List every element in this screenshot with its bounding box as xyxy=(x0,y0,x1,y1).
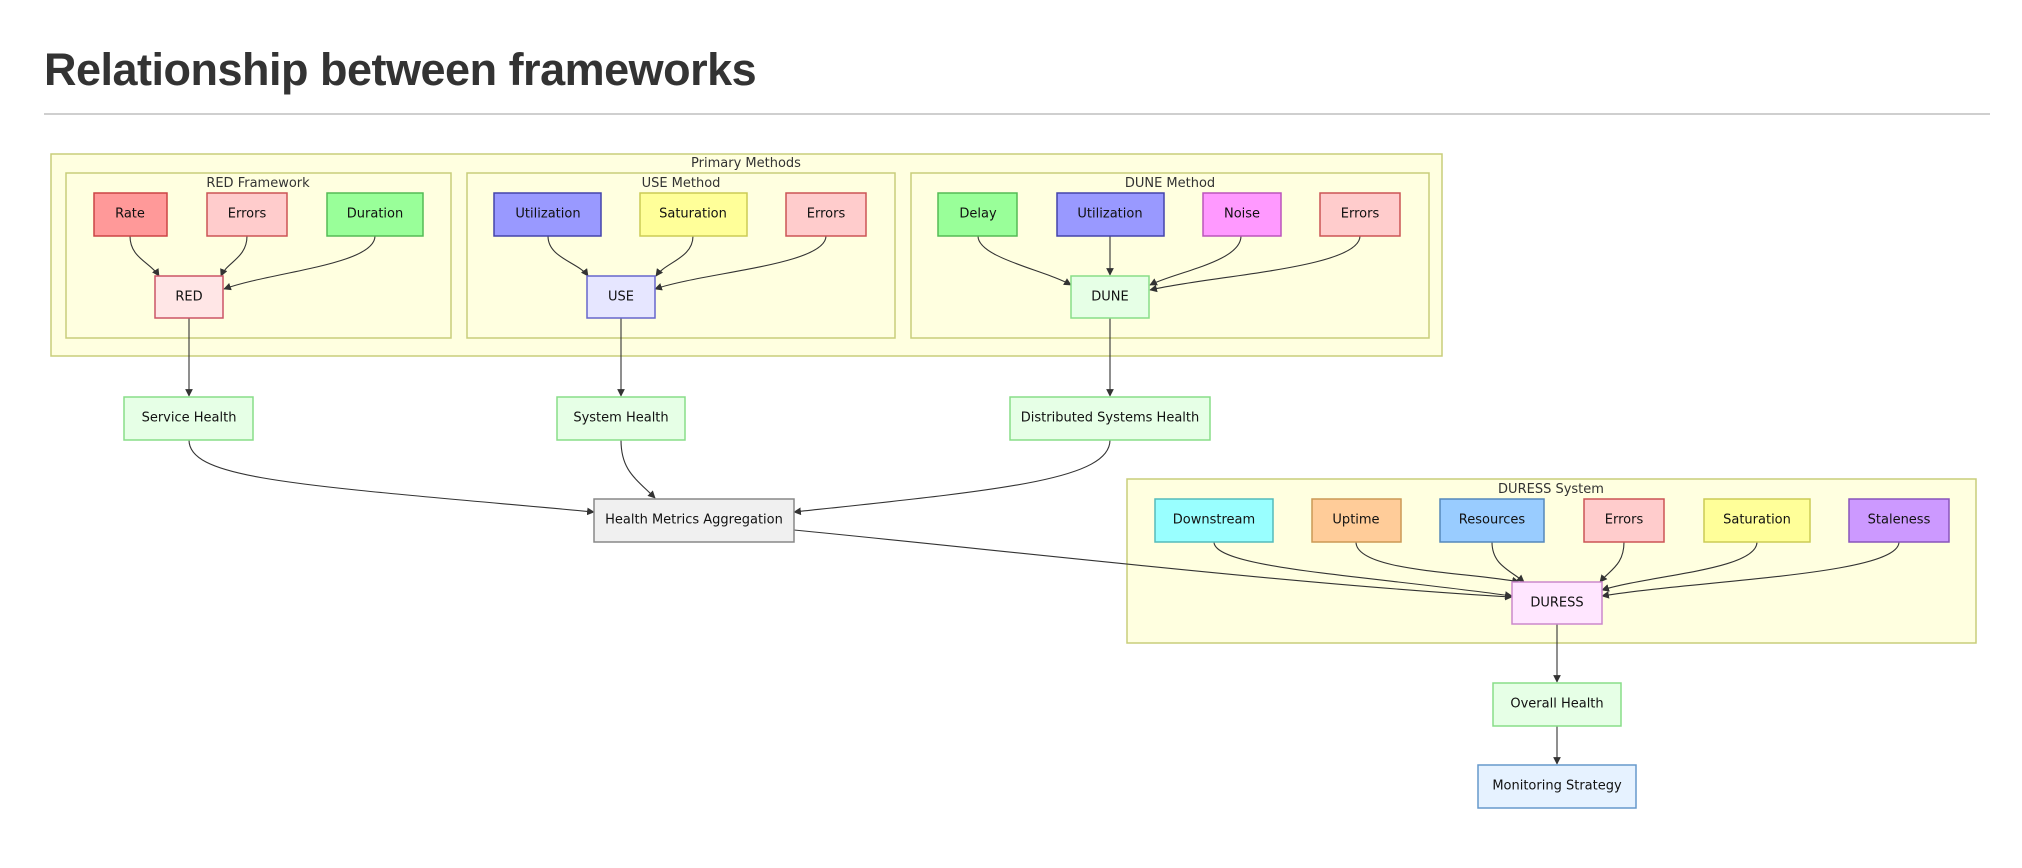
svg-text:Errors: Errors xyxy=(807,207,846,222)
edge-resources-duress xyxy=(1491,541,1525,583)
group-primary-methods-label: Primary Methods xyxy=(691,156,801,171)
group-dune-method-label: DUNE Method xyxy=(1125,176,1215,191)
edge-errors-dune xyxy=(1149,235,1361,293)
edge-errors-duress xyxy=(1599,541,1625,583)
node-noise[interactable]: Noise xyxy=(1202,192,1282,237)
node-use[interactable]: USE xyxy=(586,275,656,319)
node-downstream[interactable]: Downstream xyxy=(1154,498,1274,543)
svg-text:Resources: Resources xyxy=(1459,513,1526,528)
svg-text:Errors: Errors xyxy=(1341,207,1380,222)
node-rate[interactable]: Rate xyxy=(93,192,168,237)
edge-staleness-duress xyxy=(1601,541,1900,599)
svg-text:Saturation: Saturation xyxy=(659,207,727,222)
node-monitoring-strategy[interactable]: Monitoring Strategy xyxy=(1477,764,1637,809)
svg-text:Errors: Errors xyxy=(228,207,267,222)
edges xyxy=(129,235,1900,765)
node-dune[interactable]: DUNE xyxy=(1070,275,1150,319)
group-duress-system-label: DURESS System xyxy=(1498,482,1604,497)
svg-text:Uptime: Uptime xyxy=(1332,513,1379,528)
node-service-health[interactable]: Service Health xyxy=(123,396,254,441)
svg-text:Saturation: Saturation xyxy=(1723,513,1791,528)
svg-text:Service Health: Service Health xyxy=(142,411,237,426)
svg-text:Delay: Delay xyxy=(959,207,997,222)
svg-text:RED: RED xyxy=(175,290,202,305)
node-distributed-systems-health[interactable]: Distributed Systems Health xyxy=(1009,396,1211,441)
title-divider xyxy=(44,113,1990,115)
node-duress-saturation[interactable]: Saturation xyxy=(1703,498,1811,543)
node-staleness[interactable]: Staleness xyxy=(1848,498,1950,543)
edge-duration-red xyxy=(223,235,376,291)
node-duress-errors[interactable]: Errors xyxy=(1583,498,1665,543)
edge-noise-dune xyxy=(1149,235,1242,286)
svg-text:Utilization: Utilization xyxy=(515,207,580,222)
svg-text:Downstream: Downstream xyxy=(1173,513,1255,528)
edge-aggregation-duress xyxy=(793,529,1513,601)
edge-downstream-duress xyxy=(1213,541,1513,599)
edge-uptime-duress xyxy=(1355,541,1520,585)
node-duress[interactable]: DURESS xyxy=(1511,581,1603,625)
edge-delay-dune xyxy=(977,235,1072,286)
edge-saturation-duress xyxy=(1601,541,1758,592)
svg-text:Staleness: Staleness xyxy=(1868,513,1931,528)
node-system-health[interactable]: System Health xyxy=(556,396,686,441)
edge-errors-use xyxy=(654,235,827,291)
edge-utilization-use xyxy=(547,235,589,277)
svg-text:Noise: Noise xyxy=(1224,207,1260,222)
svg-text:Health Metrics Aggregation: Health Metrics Aggregation xyxy=(605,513,783,528)
node-dune-utilization[interactable]: Utilization xyxy=(1056,192,1165,237)
node-use-utilization[interactable]: Utilization xyxy=(493,192,602,237)
svg-text:Utilization: Utilization xyxy=(1077,207,1142,222)
node-overall-health[interactable]: Overall Health xyxy=(1492,682,1622,727)
group-red-framework-label: RED Framework xyxy=(206,176,310,191)
svg-text:Rate: Rate xyxy=(115,207,145,222)
node-use-saturation[interactable]: Saturation xyxy=(639,192,748,237)
svg-text:DUNE: DUNE xyxy=(1091,290,1128,305)
node-red[interactable]: RED xyxy=(154,275,224,319)
edge-rate-red xyxy=(129,235,160,277)
edge-errors-red xyxy=(220,235,248,277)
svg-text:System Health: System Health xyxy=(573,411,668,426)
svg-text:USE: USE xyxy=(608,290,634,305)
edge-system-aggregation xyxy=(620,439,656,499)
node-use-errors[interactable]: Errors xyxy=(785,192,867,237)
node-dune-errors[interactable]: Errors xyxy=(1319,192,1401,237)
node-duration[interactable]: Duration xyxy=(326,192,424,237)
edge-service-aggregation xyxy=(188,439,595,516)
node-uptime[interactable]: Uptime xyxy=(1311,498,1402,543)
svg-text:DURESS: DURESS xyxy=(1530,596,1583,611)
group-use-method-label: USE Method xyxy=(642,176,721,191)
svg-text:Duration: Duration xyxy=(347,207,403,222)
svg-text:Overall Health: Overall Health xyxy=(1510,697,1603,712)
node-delay[interactable]: Delay xyxy=(937,192,1018,237)
node-resources[interactable]: Resources xyxy=(1439,498,1545,543)
node-red-errors[interactable]: Errors xyxy=(206,192,288,237)
svg-text:Errors: Errors xyxy=(1605,513,1644,528)
edge-saturation-use xyxy=(655,235,694,277)
edge-distributed-aggregation xyxy=(793,439,1111,516)
svg-text:Monitoring Strategy: Monitoring Strategy xyxy=(1492,779,1622,794)
svg-text:Distributed Systems Health: Distributed Systems Health xyxy=(1021,411,1200,426)
node-health-metrics-aggregation[interactable]: Health Metrics Aggregation xyxy=(593,498,795,543)
page-title: Relationship between frameworks xyxy=(44,44,757,95)
